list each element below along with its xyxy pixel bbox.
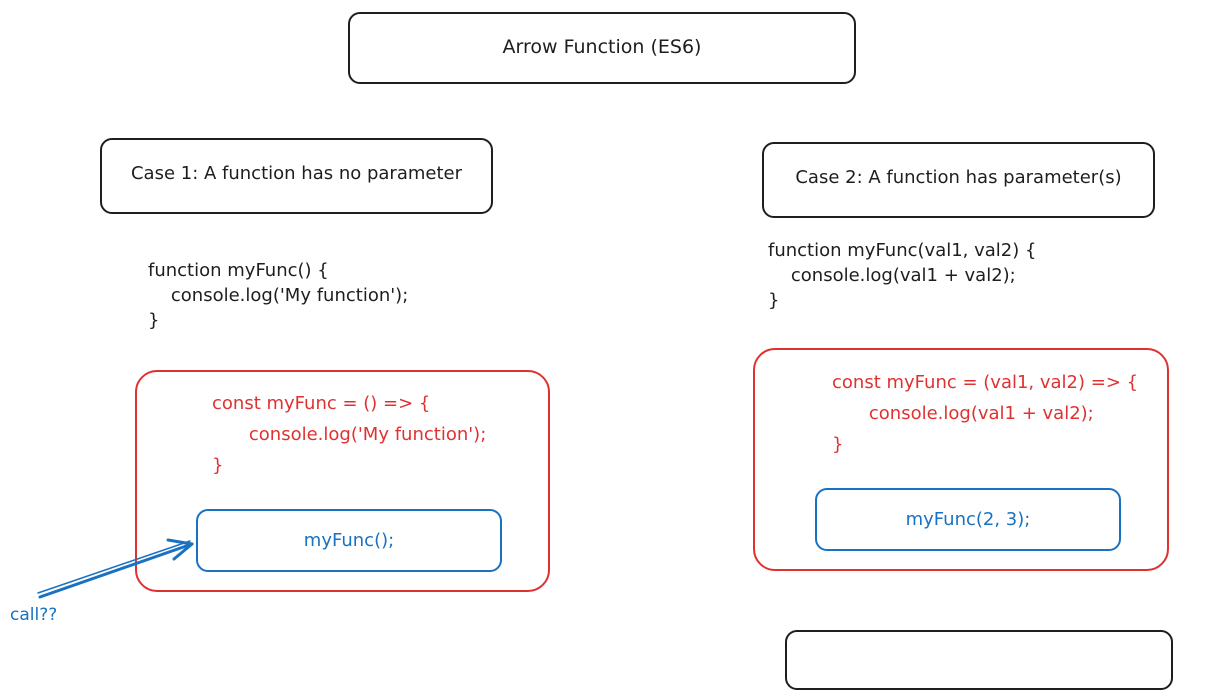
title-label: Arrow Function (ES6) (502, 36, 702, 58)
case2-code-line-3: } (768, 290, 780, 311)
case1-arrow-line-1: const myFunc = () => { (212, 393, 431, 414)
case2-call-label: myFunc(2, 3); (905, 509, 1031, 530)
case1-heading-box (100, 138, 493, 214)
case2-heading-label: Case 2: A function has parameter(s) (795, 167, 1122, 188)
case3-heading-box-partial (785, 630, 1173, 690)
case2-arrow-line-1: const myFunc = (val1, val2) => { (832, 372, 1139, 393)
case2-arrow-code: const myFunc = (val1, val2) => { console… (832, 367, 1138, 460)
case1-arrow-line-2: console.log('My function'); (226, 424, 487, 445)
case1-heading-label: Case 1: A function has no parameter (130, 163, 462, 184)
case2-heading-box (762, 142, 1155, 218)
case1-call-box (196, 509, 502, 572)
call-annotation-label: call?? (10, 605, 58, 625)
case1-arrow-line-3: } (212, 455, 224, 476)
case1-code-line-3: } (148, 310, 160, 331)
case2-arrow-line-3: } (832, 434, 844, 455)
case1-code-line-2: console.log('My function'); (148, 285, 409, 306)
case2-code-line-1: function myFunc(val1, val2) { (768, 240, 1037, 261)
case2-arrow-line-2: console.log(val1 + val2); (846, 403, 1094, 424)
case1-code-line-1: function myFunc() { (148, 260, 329, 281)
case2-function-code: function myFunc(val1, val2) { console.lo… (768, 238, 1036, 313)
title-box (348, 12, 856, 84)
case2-arrow-box (753, 348, 1169, 571)
case1-call-label: myFunc(); (303, 530, 395, 551)
case2-code-line-2: console.log(val1 + val2); (768, 265, 1016, 286)
case2-call-box (815, 488, 1121, 551)
case1-function-code: function myFunc() { console.log('My func… (148, 258, 408, 333)
case1-arrow-code: const myFunc = () => { console.log('My f… (212, 388, 486, 481)
case1-arrow-box (135, 370, 550, 592)
call-arrow (37, 538, 194, 599)
